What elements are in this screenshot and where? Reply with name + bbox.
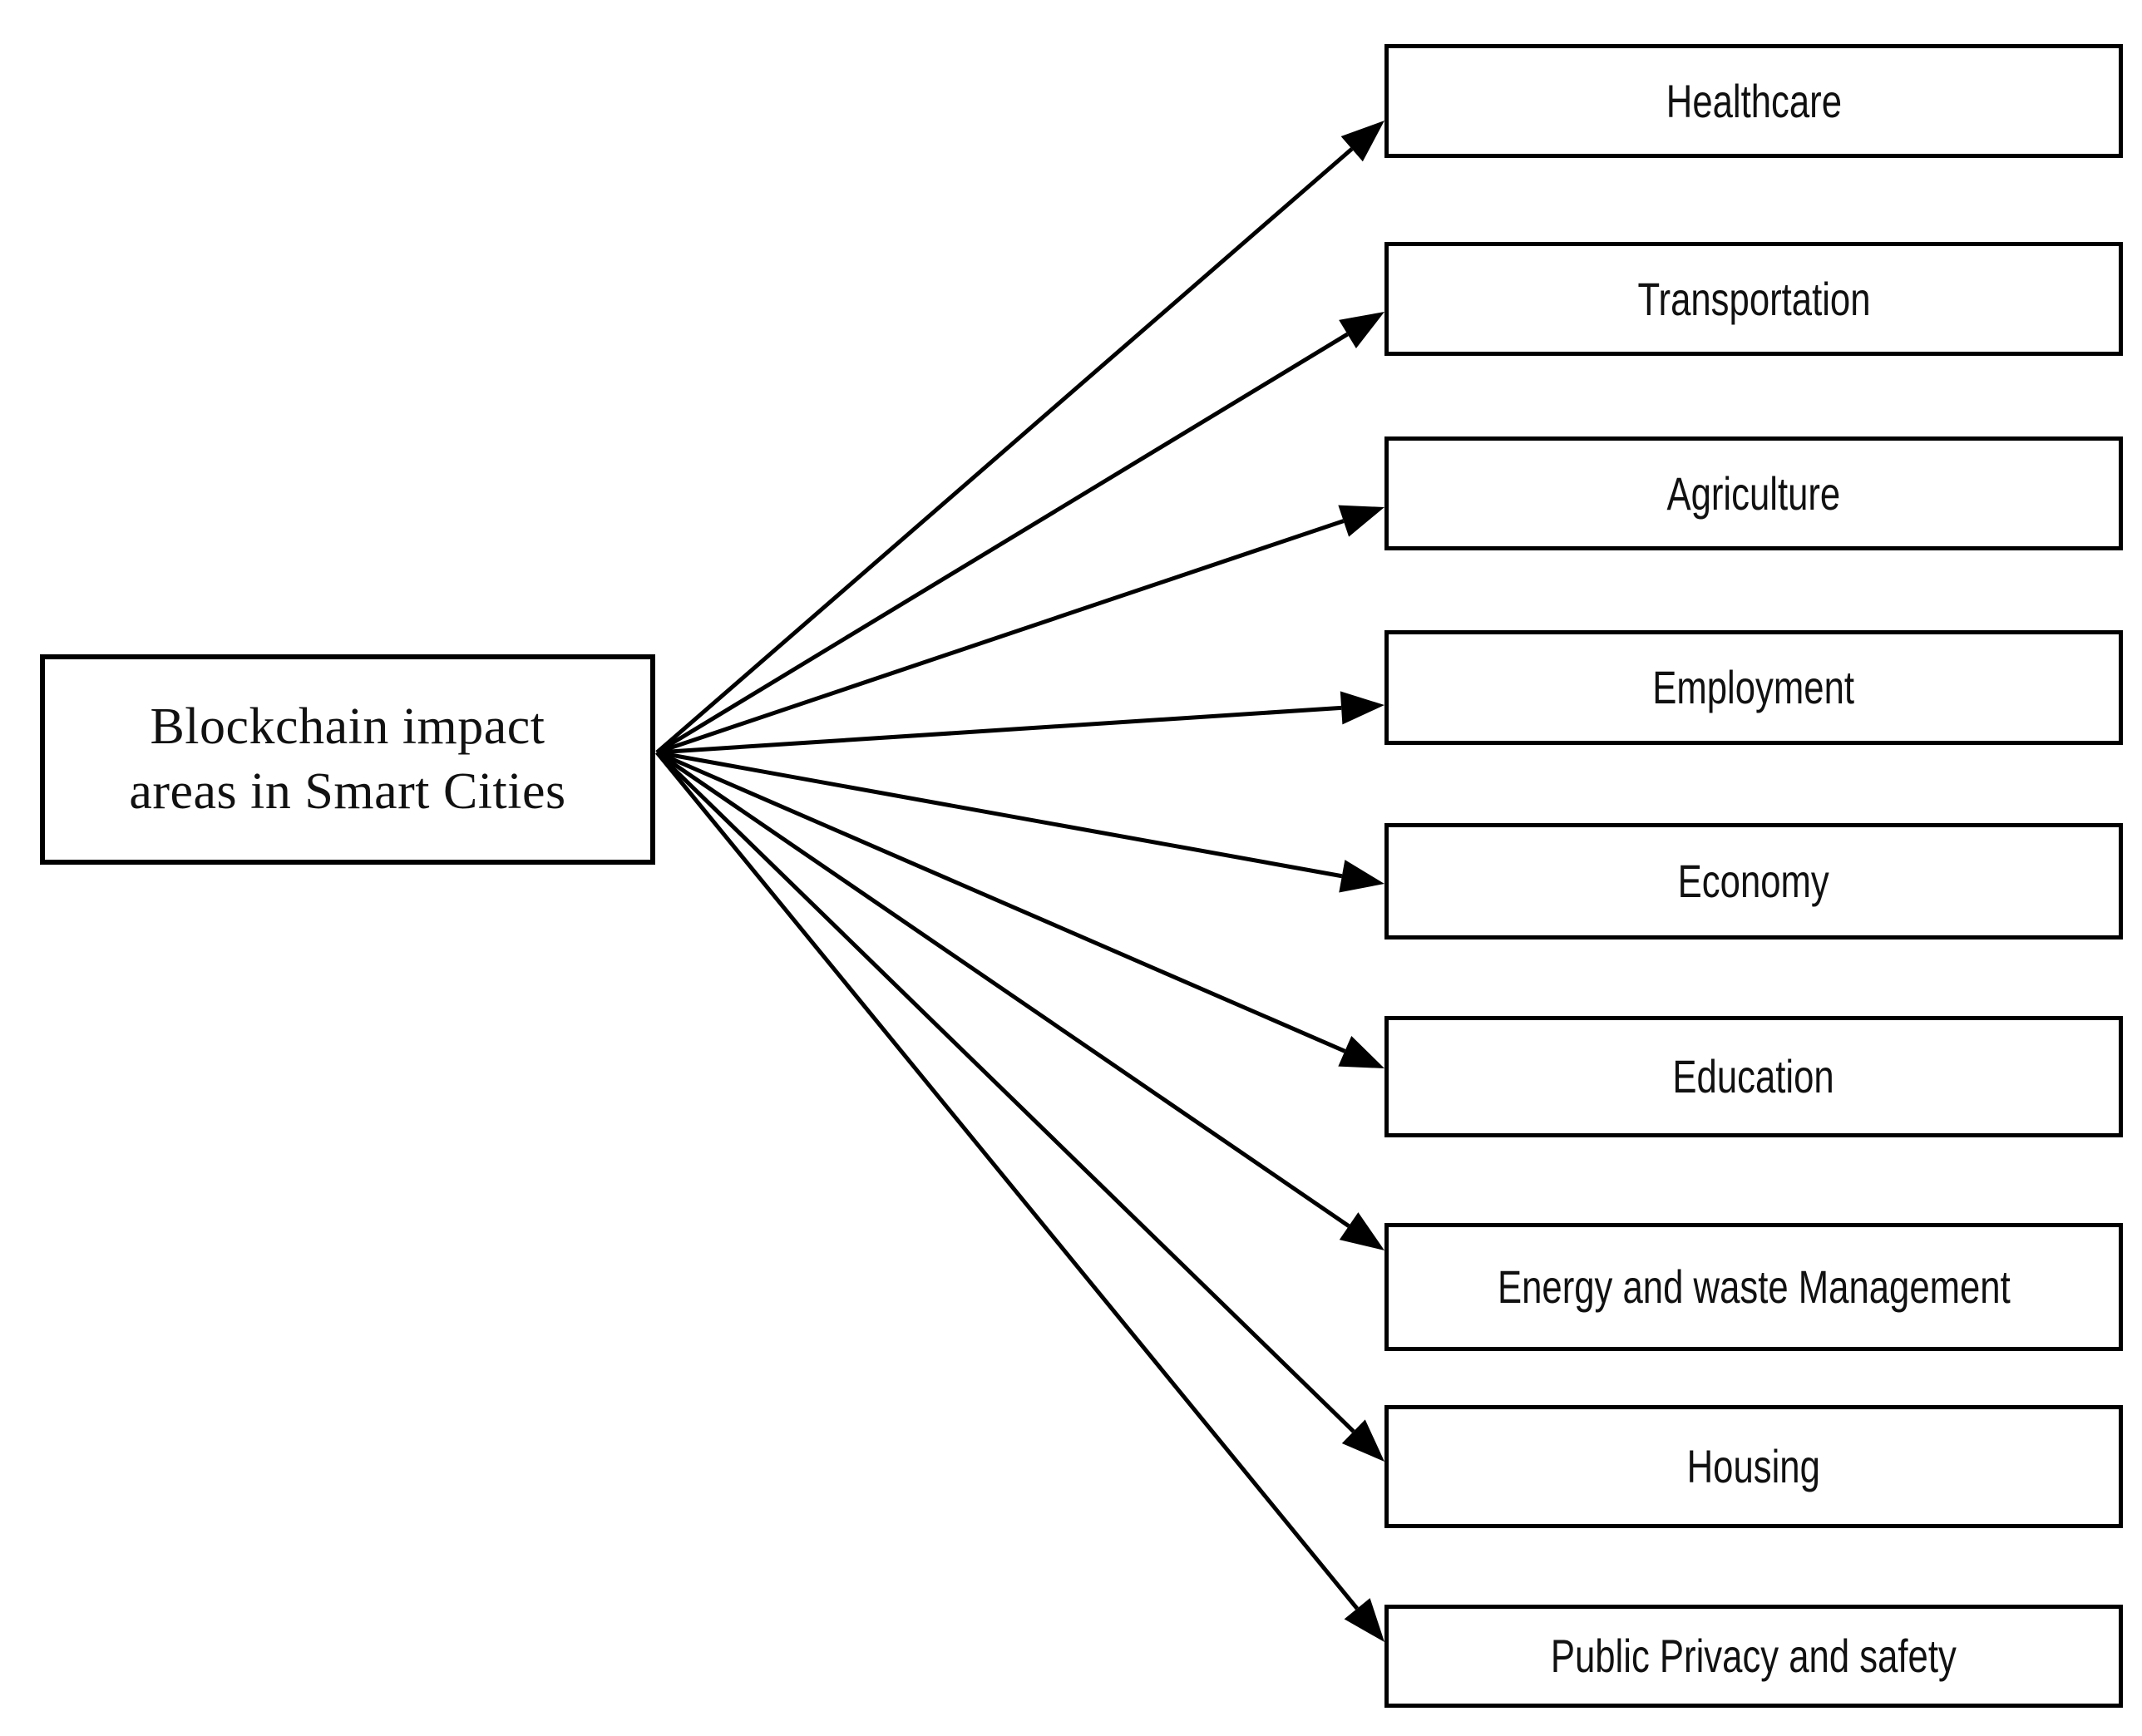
target-node-housing: Housing — [1384, 1405, 2123, 1528]
arrow-head — [1339, 1212, 1384, 1250]
arrow-shaft — [655, 751, 1355, 1433]
target-node-label: Agriculture — [1666, 466, 1841, 520]
arrow-shaft — [656, 519, 1345, 755]
target-node-healthcare: Healthcare — [1384, 44, 2123, 158]
arrow-shaft — [655, 750, 1350, 1228]
arrow-head — [1338, 505, 1384, 537]
arrow-shaft — [655, 751, 1360, 1610]
arrow-head — [1339, 860, 1384, 893]
target-node-public-privacy-and-safety: Public Privacy and safety — [1384, 1605, 2123, 1708]
arrow-to-housing — [655, 751, 1384, 1462]
arrow-head — [1339, 312, 1384, 349]
source-node-label: Blockchain impact areas in Smart Cities — [129, 698, 566, 820]
arrow-to-education — [656, 750, 1384, 1068]
arrow-shaft — [655, 332, 1349, 755]
source-node-blockchain-impact-areas: Blockchain impact areas in Smart Cities — [40, 654, 655, 865]
arrow-to-public-privacy-and-safety — [655, 751, 1384, 1642]
arrow-shaft — [656, 750, 1343, 879]
target-node-label: Housing — [1686, 1440, 1821, 1493]
arrow-shaft — [655, 147, 1354, 754]
arrow-to-healthcare — [655, 121, 1384, 754]
arrow-to-employment — [656, 691, 1384, 755]
arrow-to-energy-and-waste-management — [655, 750, 1384, 1250]
arrow-shaft — [656, 705, 1342, 755]
arrow-to-economy — [656, 750, 1384, 893]
target-node-label: Economy — [1677, 855, 1830, 908]
arrow-head — [1340, 691, 1384, 725]
target-node-label: Transportation — [1636, 272, 1871, 325]
target-node-energy-and-waste-management: Energy and waste Management — [1384, 1223, 2123, 1351]
target-node-label: Employment — [1652, 661, 1855, 714]
target-node-label: Education — [1672, 1050, 1835, 1103]
arrow-to-agriculture — [656, 505, 1384, 755]
arrow-head — [1341, 1419, 1384, 1462]
arrow-shaft — [656, 750, 1346, 1053]
arrow-head — [1340, 121, 1384, 162]
arrow-head — [1338, 1035, 1384, 1068]
target-node-education: Education — [1384, 1016, 2123, 1137]
target-node-transportation: Transportation — [1384, 242, 2123, 356]
arrow-to-transportation — [655, 312, 1384, 755]
target-node-label: Healthcare — [1666, 74, 1842, 127]
target-node-label: Public Privacy and safety — [1551, 1630, 1957, 1683]
target-node-economy: Economy — [1384, 823, 2123, 940]
target-node-agriculture: Agriculture — [1384, 436, 2123, 550]
arrow-head — [1344, 1598, 1384, 1642]
target-node-employment: Employment — [1384, 630, 2123, 745]
target-node-label: Energy and waste Management — [1497, 1260, 2011, 1314]
